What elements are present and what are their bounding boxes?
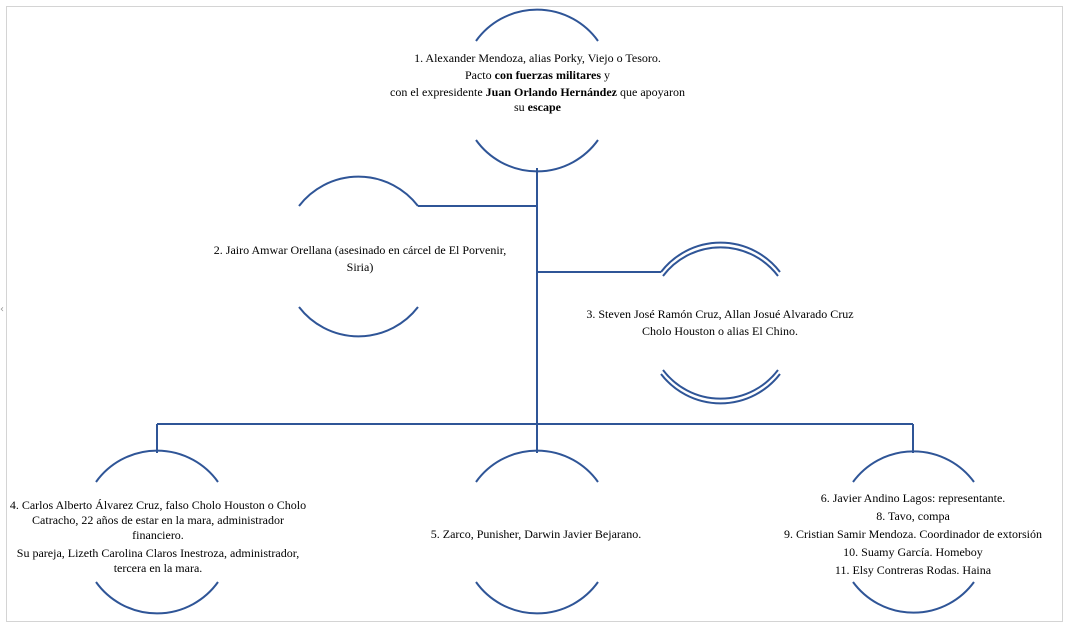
node-1-line-2: Pacto con fuerzas militares y <box>380 67 695 84</box>
node-1-top-arc <box>475 8 599 42</box>
node-1-line-3: con el expresidente Juan Orlando Hernánd… <box>380 84 695 101</box>
node-6-line-4: 10. Suamy García. Homeboy <box>843 545 983 559</box>
node-3-top-arc-inner <box>662 246 779 277</box>
node-5-line-1: 5. Zarco, Punisher, Darwin Javier Bejara… <box>430 527 642 541</box>
node-1-line-2-pre: Pacto <box>464 68 495 82</box>
node-6-line-2: 8. Tavo, compa <box>876 509 950 523</box>
node-5-bottom-arc <box>475 581 599 615</box>
node-3-label: 3. Steven José Ramón Cruz, Allan Josué A… <box>570 306 870 340</box>
node-1-line-3-bold: Juan Orlando Hernández <box>485 85 617 99</box>
node-6-top-arc <box>852 450 975 483</box>
node-2-top-arc <box>298 175 419 207</box>
node-6-line-3: 9. Cristian Samir Mendoza. Coordinador d… <box>784 527 1042 541</box>
node-2-line-2: Siria) <box>346 260 374 274</box>
node-6-bottom-arc <box>852 581 975 614</box>
node-6-line-5: 11. Elsy Contreras Rodas. Haina <box>834 563 992 577</box>
node-1-line-3-pre: con el expresidente <box>390 85 486 99</box>
node-1-line-3-post: que apoyaron <box>617 85 685 99</box>
node-4-bottom-arc <box>95 581 219 615</box>
node-1-bottom-arc <box>475 139 599 173</box>
node-2-line-1: 2. Jairo Amwar Orellana (asesinado en cá… <box>213 243 507 257</box>
node-4-line-2: Catracho, 22 años de estar en la mara, a… <box>32 513 284 527</box>
node-3-bottom-arc-inner <box>662 369 779 400</box>
node-4-top-arc <box>95 449 219 483</box>
node-4-label: 4. Carlos Alberto Álvarez Cruz, falso Ch… <box>0 498 316 576</box>
node-arcs <box>95 8 975 615</box>
node-1-line-2-bold: con fuerzas militares <box>494 68 602 82</box>
node-2-label: 2. Jairo Amwar Orellana (asesinado en cá… <box>195 242 525 276</box>
node-6-label: 6. Javier Andino Lagos: representante. 8… <box>770 489 1056 579</box>
node-2-bottom-arc <box>298 306 419 338</box>
node-1-line-1: 1. Alexander Mendoza, alias Porky, Viejo… <box>414 51 661 65</box>
node-1-line-2-post: y <box>601 68 611 82</box>
node-5-top-arc <box>475 449 599 483</box>
node-4-line-4: Su pareja, Lizeth Carolina Claros Inestr… <box>16 546 300 560</box>
scroll-left-icon[interactable]: ‹ <box>0 304 4 315</box>
node-1-line-4: su escape <box>380 101 695 114</box>
node-3-line-1: 3. Steven José Ramón Cruz, Allan Josué A… <box>586 307 854 321</box>
node-3-bottom-arc <box>660 373 781 405</box>
node-1-label: 1. Alexander Mendoza, alias Porky, Viejo… <box>380 50 695 114</box>
node-1-line-4-bold: escape <box>527 100 561 114</box>
node-4-line-1: 4. Carlos Alberto Álvarez Cruz, falso Ch… <box>9 498 307 512</box>
diagram-frame <box>6 6 1063 622</box>
connectors <box>156 168 914 453</box>
node-6-line-1: 6. Javier Andino Lagos: representante. <box>820 491 1006 505</box>
node-3-top-arc <box>660 241 781 273</box>
node-1-line-4-pre: su <box>514 100 528 114</box>
node-5-label: 5. Zarco, Punisher, Darwin Javier Bejara… <box>400 526 672 543</box>
node-3-line-2: Cholo Houston o alias El Chino. <box>642 324 798 338</box>
node-4-line-3: financiero. <box>132 528 184 542</box>
node-4-line-5: tercera en la mara. <box>113 561 203 575</box>
